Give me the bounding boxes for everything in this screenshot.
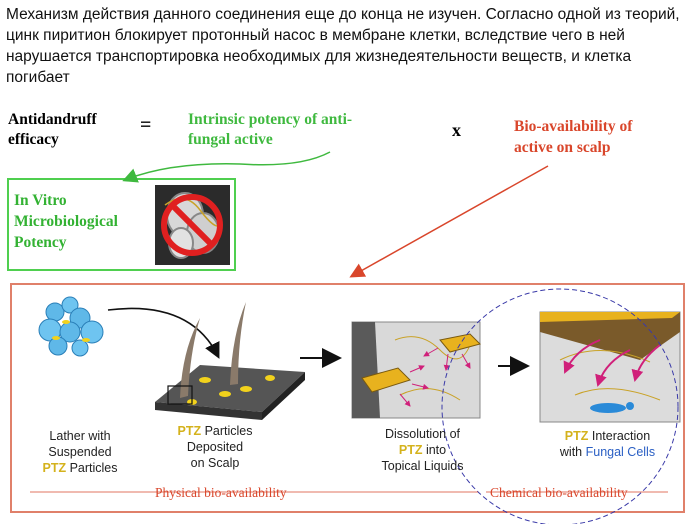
equation-middle-term: Intrinsic potency of anti- fungal active (188, 110, 352, 150)
step-dissolution-caption: Dissolution of PTZ into Topical Liquids (360, 426, 485, 474)
interaction-first-tail: Interaction (588, 429, 651, 443)
interaction-magnified-view (539, 311, 681, 423)
interaction-prefix: with (559, 445, 586, 459)
green-connector-arrow (122, 151, 331, 183)
invitro-label: In Vitro Microbiological Potency (14, 190, 118, 253)
equation-left-line1: Antidandruff (8, 111, 97, 128)
invitro-box (7, 178, 236, 271)
scalp-hair-icon (155, 302, 305, 420)
lather-line3: PTZ Particles (30, 460, 130, 476)
ptz-label: PTZ (564, 429, 589, 443)
ptz-label: PTZ (398, 443, 423, 457)
ptz-label: PTZ (177, 424, 202, 438)
physical-bioavailability-label: Physical bio-availability (155, 485, 287, 500)
lather-line1: Lather with (49, 429, 111, 443)
dissolution-line3: Topical Liquids (381, 459, 464, 473)
fungal-cells-label: Fungal Cells (585, 445, 656, 459)
equation-right-line2: active on scalp (514, 139, 611, 156)
equation-left-term: Antidandruff efficacy (8, 110, 97, 150)
step-lather-caption: Lather with Suspended PTZ Particles (30, 428, 130, 476)
lather-line2: Suspended (48, 445, 112, 459)
fungal-cell-icon (590, 403, 626, 413)
deposited-line3: on Scalp (190, 456, 240, 470)
bioavailability-panel (10, 283, 685, 513)
interaction-line2: with Fungal Cells (540, 444, 675, 460)
deposited-first-tail: Particles (201, 424, 253, 438)
dissolution-magnified-view (351, 321, 481, 419)
dissolution-line1: Dissolution of (384, 427, 461, 441)
chemical-bioavailability-label: Chemical bio-availability (490, 485, 628, 500)
equation-middle-line2: fungal active (188, 131, 273, 148)
deposited-line2: Deposited (186, 440, 244, 454)
equation-left-line2: efficacy (8, 131, 59, 148)
dissolution-line2: PTZ into (360, 442, 485, 458)
equation-middle-line1: Intrinsic potency of anti- (188, 111, 353, 128)
dissolution-tail: into (422, 443, 447, 457)
ptz-label: PTZ (42, 461, 67, 475)
step-interaction-caption: PTZ Interaction with Fungal Cells (540, 428, 675, 460)
lather-bubbles-icon (38, 296, 104, 357)
no-fungus-petri-icon (155, 185, 230, 265)
step-deposited-caption: PTZ Particles Deposited on Scalp (160, 423, 270, 471)
intro-paragraph: Механизм действия данного соединения еще… (6, 6, 680, 86)
invitro-line1: In Vitro (14, 192, 67, 209)
chemical-scope-circle (441, 288, 679, 524)
invitro-line3: Potency (14, 234, 67, 251)
equation-right-line1: Bio-availability of (514, 118, 633, 135)
orange-connector-arrow (349, 165, 549, 278)
interaction-line1: PTZ Interaction (540, 428, 675, 444)
lather-to-scalp-arrow (107, 307, 220, 359)
times-sign: x (452, 120, 461, 140)
equation-right-term: Bio-availability of active on scalp (514, 116, 632, 158)
deposited-line1: PTZ Particles (160, 423, 270, 439)
invitro-line2: Microbiological (14, 213, 118, 230)
equals-sign: = (140, 114, 152, 136)
lather-tail: Particles (66, 461, 118, 475)
